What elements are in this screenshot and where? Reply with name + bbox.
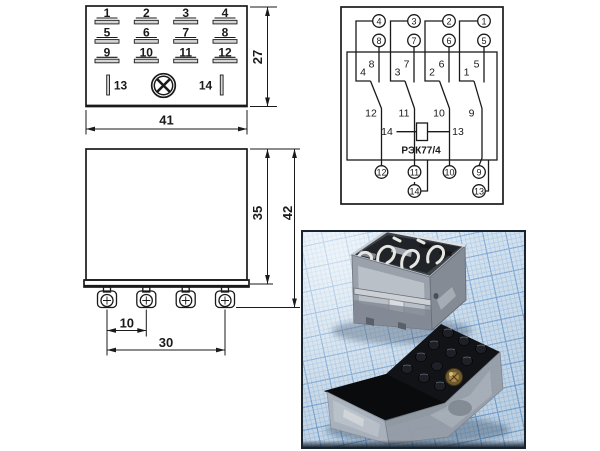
top-pin-14: 14	[199, 79, 213, 93]
contact-no-8: 8	[369, 59, 375, 71]
relay-photo	[301, 230, 526, 449]
top-pin-9: 9	[104, 45, 111, 59]
top-pin-7: 7	[182, 26, 189, 40]
terminal-circle-2: 2	[446, 16, 451, 26]
contact-no-7: 7	[404, 59, 410, 71]
paper-edge-shadow	[303, 440, 524, 447]
photo-relay-top	[349, 232, 468, 332]
top-pin-3: 3	[182, 6, 189, 20]
side-view-body	[85, 148, 248, 281]
contact-common-10: 10	[433, 108, 445, 120]
schematic-relay-body	[346, 51, 498, 161]
dim-body-height-label: 35	[250, 206, 265, 220]
relay-pins	[401, 328, 487, 391]
top-pin-11: 11	[179, 45, 192, 59]
top-pin-6: 6	[143, 26, 150, 40]
brass-screw	[445, 368, 463, 386]
contact-nc-1: 1	[464, 67, 470, 79]
contact-nc-4: 4	[360, 67, 366, 79]
contact-group-4	[458, 20, 485, 166]
dimension-27	[250, 6, 277, 107]
side-view-pins	[96, 286, 236, 309]
top-pin-12: 12	[218, 45, 232, 59]
terminal-circle-11: 11	[410, 167, 419, 177]
terminal-circle-7: 7	[411, 36, 416, 46]
terminal-circle-1: 1	[481, 16, 486, 26]
top-view-pin-slots	[94, 19, 238, 96]
contact-group-1	[355, 20, 383, 166]
contact-nc-3: 3	[395, 67, 401, 79]
coil-right-label: 13	[452, 126, 464, 138]
coil-symbol	[396, 122, 490, 192]
photo-relays	[324, 232, 510, 445]
contact-group-3	[424, 20, 451, 166]
top-view	[85, 5, 277, 135]
terminal-circle-14: 14	[409, 186, 419, 196]
top-pin-1: 1	[104, 6, 111, 20]
terminal-circle-5: 5	[481, 36, 486, 46]
mounting-cross-circle-icon	[150, 72, 177, 99]
photo-relay-bottom	[324, 324, 504, 445]
schematic-outer-frame	[340, 6, 504, 205]
schematic-terminals	[372, 14, 491, 198]
dimension-41	[85, 110, 248, 135]
dim-height-label: 27	[250, 50, 265, 64]
pin-highlights	[402, 328, 486, 384]
terminal-circle-13: 13	[474, 186, 484, 196]
model-label: РЭК77/4	[401, 146, 441, 157]
contact-nc-2: 2	[429, 67, 435, 79]
dim-pin-span-label: 30	[159, 335, 173, 350]
contact-no-5: 5	[474, 59, 480, 71]
contact-common-12: 12	[365, 108, 377, 120]
terminal-circle-6: 6	[446, 36, 451, 46]
terminal-circle-12: 12	[376, 167, 386, 177]
terminal-circle-9: 9	[476, 167, 481, 177]
contact-group-2	[389, 20, 416, 166]
contact-common-9: 9	[469, 108, 475, 120]
dimension-30	[107, 347, 225, 353]
dim-total-height-label: 42	[280, 206, 295, 220]
top-pin-13: 13	[114, 79, 128, 93]
top-pin-5: 5	[104, 26, 111, 40]
dimension-35	[250, 148, 300, 285]
coil-left-label: 14	[381, 126, 393, 138]
top-pin-4: 4	[222, 6, 229, 20]
dim-width-label: 41	[159, 112, 173, 127]
top-pin-8: 8	[222, 26, 229, 40]
dim-pin-pitch-label: 10	[120, 315, 134, 330]
top-pin-2: 2	[143, 6, 150, 20]
contact-no-6: 6	[439, 59, 445, 71]
side-view	[83, 148, 300, 356]
terminal-circle-8: 8	[376, 36, 381, 46]
terminal-circle-3: 3	[411, 16, 416, 26]
contact-common-11: 11	[399, 108, 410, 120]
top-pin-10: 10	[140, 45, 154, 59]
schematic	[340, 6, 504, 205]
dimension-42	[236, 149, 300, 308]
dimension-10	[106, 309, 226, 356]
top-view-underlines	[96, 17, 236, 58]
terminal-circle-10: 10	[444, 167, 454, 177]
terminal-circle-4: 4	[376, 16, 381, 26]
